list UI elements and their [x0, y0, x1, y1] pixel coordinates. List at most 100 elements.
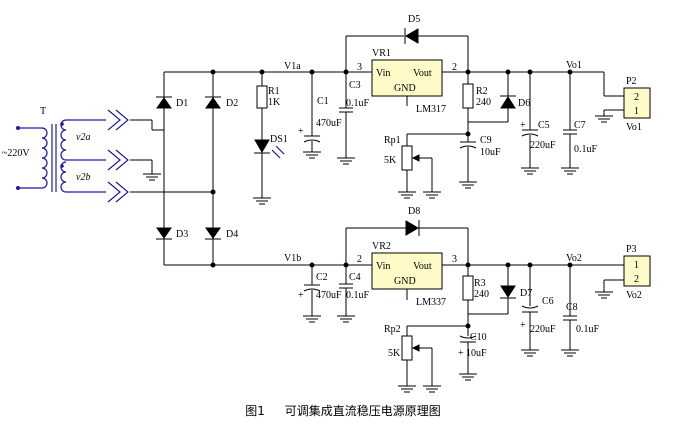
c1-label: C1 [317, 96, 329, 107]
p2-label: P2 [626, 76, 637, 87]
svg-text:+: + [298, 126, 304, 137]
d5-label: D5 [408, 14, 420, 25]
c8-label: C8 [566, 302, 578, 313]
vr1-gnd: GND [394, 83, 416, 94]
ground-symbol [560, 343, 580, 357]
lower-rail: + [164, 220, 469, 310]
svg-text:+: + [520, 320, 526, 331]
ground-symbol [336, 151, 356, 165]
ground-symbol [560, 161, 580, 175]
transformer-label: T [40, 106, 46, 117]
r3-value: 240 [474, 289, 489, 300]
ground-symbol [458, 367, 478, 381]
svg-text:+: + [458, 348, 464, 359]
ground-symbol [142, 167, 162, 181]
c3-value: 0.1uF [346, 98, 370, 109]
output-filter-2: + [520, 255, 651, 344]
c4-value: 0.1uF [346, 290, 370, 301]
figure-caption: 图1 可调集成直流稳压电源原理图 [0, 402, 686, 419]
r1-value: 1K [268, 97, 281, 108]
ground-symbol [458, 175, 478, 189]
vr1-vout: Vout [413, 68, 432, 79]
c7-value: 0.1uF [574, 144, 598, 155]
d3-label: D3 [176, 229, 188, 240]
c1-value: 470uF [316, 118, 342, 129]
d8-label: D8 [408, 206, 420, 217]
c5-label: C5 [538, 120, 550, 131]
d7-label: D7 [520, 288, 532, 299]
c10-label: C10 [470, 332, 487, 343]
c10-value: 10uF [466, 348, 487, 359]
p2-pin-top: 2 [634, 92, 639, 103]
r2-label: R2 [476, 86, 488, 97]
ground-symbol [252, 191, 272, 205]
c2-label: C2 [316, 272, 328, 283]
vr1-pin-out: 2 [452, 62, 457, 73]
p2-pin-bottom: 1 [634, 106, 639, 117]
ground-symbol [594, 285, 614, 299]
r1-label: R1 [268, 86, 280, 97]
ground-symbol [397, 379, 417, 393]
vr2-vin: Vin [376, 261, 390, 272]
p2-net: Vo1 [626, 122, 642, 133]
ground-symbol [336, 309, 356, 323]
vr2-gnd: GND [394, 276, 416, 287]
schematic-diagram: T ~220V v2a v2b D1 D2 D3 D4 [2, 14, 651, 393]
d1-label: D1 [176, 98, 188, 109]
ground-symbol [302, 145, 322, 159]
vr2-part: LM337 [416, 297, 446, 308]
rp1-label: Rp1 [384, 135, 401, 146]
node-vo2: Vo2 [566, 253, 582, 264]
upper-rail: + [164, 28, 469, 192]
ground-symbol [302, 309, 322, 323]
bridge-rectifier [156, 69, 221, 268]
c9-value: 10uF [480, 147, 501, 158]
p3-label: P3 [626, 244, 637, 255]
c6-label: C6 [542, 296, 554, 307]
figure-number: 图1 [245, 404, 265, 418]
ds1-label: DS1 [270, 134, 288, 145]
ground-symbol [422, 379, 442, 393]
c7-label: C7 [574, 120, 586, 131]
p3-pin-top: 1 [634, 260, 639, 271]
node-vo1: Vo1 [566, 60, 582, 71]
bridge-input-wires [130, 119, 213, 193]
node-v1b: V1b [284, 253, 301, 264]
d2-label: D2 [226, 98, 238, 109]
vr2-vout: Vout [413, 261, 432, 272]
adjust-network-2: + [401, 262, 516, 380]
secondary-b-label: v2b [76, 172, 90, 183]
r2-value: 240 [476, 97, 491, 108]
secondary-a-label: v2a [76, 132, 90, 143]
ground-symbol [422, 185, 442, 199]
regulator-vr1 [371, 59, 500, 106]
transformer [16, 109, 129, 203]
regulator-vr2 [371, 252, 530, 300]
vr2-pin-in: 2 [357, 254, 362, 265]
c9-label: C9 [480, 135, 492, 146]
c5-value: 220uF [530, 140, 556, 151]
r3-label: R3 [474, 278, 486, 289]
figure-title: 可调集成直流稳压电源原理图 [284, 404, 441, 418]
ground-symbol [520, 343, 540, 357]
p3-net: Vo2 [626, 290, 642, 301]
c8-value: 0.1uF [576, 324, 600, 335]
d6-label: D6 [518, 98, 530, 109]
c3-label: C3 [349, 80, 361, 91]
rp2-label: Rp2 [384, 324, 401, 335]
ground-symbol [397, 185, 417, 199]
input-voltage-label: ~220V [2, 148, 30, 159]
c2-value: 470uF [316, 290, 342, 301]
svg-text:+: + [298, 290, 304, 301]
vr1-pin-in: 3 [357, 62, 362, 73]
vr1-label: VR1 [372, 48, 391, 59]
p3-pin-bottom: 2 [634, 274, 639, 285]
vr1-vin: Vin [376, 68, 390, 79]
vr1-part: LM317 [416, 104, 446, 115]
output-filter-1: + [500, 69, 651, 162]
ground-symbol [594, 109, 614, 123]
adjust-network-1 [401, 69, 516, 186]
d4-label: D4 [226, 229, 238, 240]
node-v1a: V1a [284, 61, 301, 72]
rp1-value: 5K [384, 155, 397, 166]
